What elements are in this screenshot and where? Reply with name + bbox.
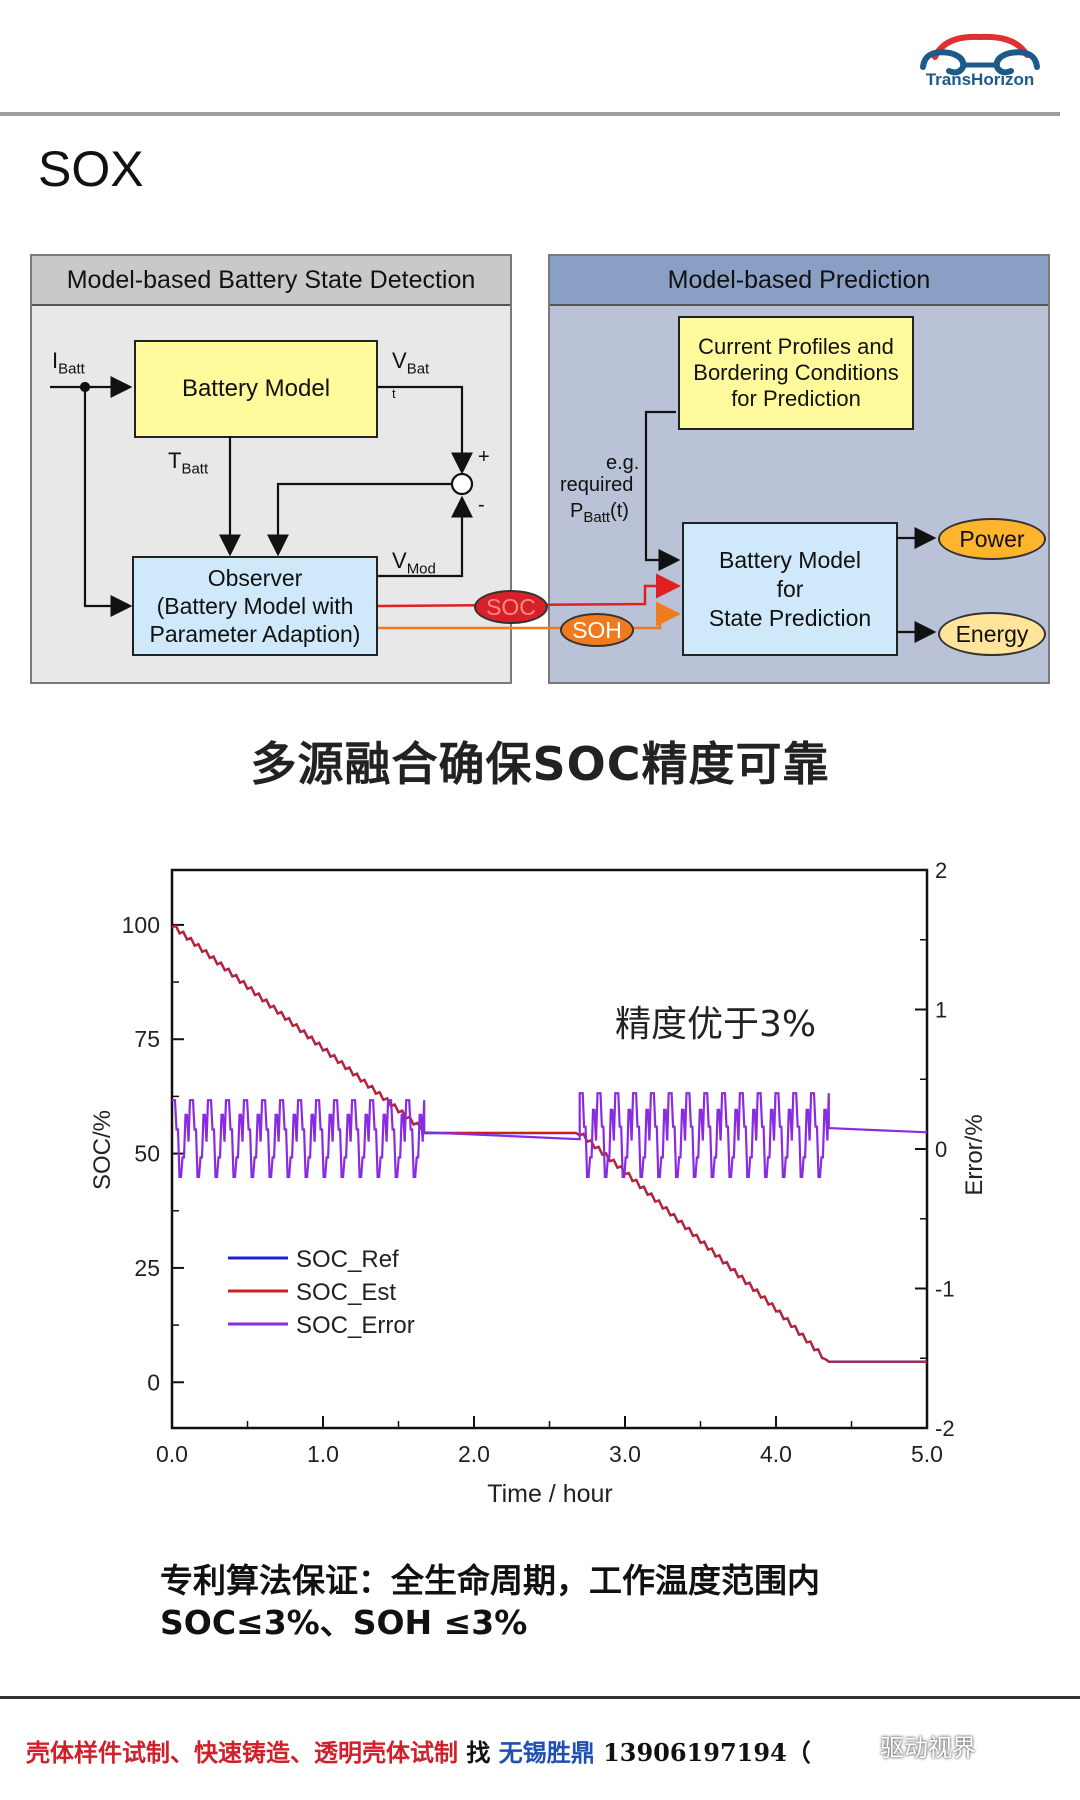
watermark: 驱动视界 <box>880 1735 976 1762</box>
legend-label: SOC_Est <box>296 1279 396 1306</box>
y-axis-label: SOC/% <box>89 1110 116 1190</box>
plot-frame <box>170 868 929 1430</box>
y-tick-label: 0 <box>147 1369 160 1395</box>
x-tick-label: 1.0 <box>307 1441 339 1467</box>
soc-oval: SOC <box>474 590 548 624</box>
footer-find: 找 <box>466 1738 491 1767</box>
page-title: SOX <box>38 141 144 197</box>
legend-label: SOC_Ref <box>296 1246 399 1273</box>
y-tick-label: 50 <box>134 1141 160 1167</box>
footer-divider <box>0 1696 1080 1699</box>
logo-text: TransHorizon <box>925 70 1035 89</box>
series-line-soc-est <box>171 924 927 1363</box>
x-tick-label: 3.0 <box>609 1441 641 1467</box>
header-divider <box>0 112 1060 116</box>
bottom-line: SOC≤3%、SOH ≤3% <box>160 1603 528 1642</box>
current-profiles-line: for Prediction <box>731 386 861 411</box>
eg-label: e.g. <box>606 452 640 474</box>
detection-panel: Model-based Battery State Detection Batt… <box>30 254 512 684</box>
y2-tick-label: -2 <box>935 1416 955 1441</box>
v-batt-label-suffix: t <box>392 386 396 401</box>
chart-ticks: 0.0 1.0 2.0 3.0 4.0 5.0 0 25 50 75 100 -2 -1 0 1 2 <box>122 858 955 1467</box>
footer-company: 无锡胜鼎 <box>498 1738 595 1767</box>
x-axis-label: Time / hour <box>487 1480 613 1508</box>
v-batt-label: VBat <box>392 348 430 378</box>
battery-model-label: Battery Model <box>181 375 331 402</box>
p-batt-label: PBatt(t) <box>570 500 629 526</box>
x-tick-label: 0.0 <box>156 1441 188 1467</box>
energy-oval: Energy <box>938 612 1046 656</box>
power-oval: Power <box>938 518 1046 560</box>
series-line-soc-error <box>172 1092 928 1178</box>
diagram-connectors <box>50 376 937 643</box>
y2-tick-label: 1 <box>935 998 947 1023</box>
y-tick-label: 25 <box>134 1255 160 1281</box>
footer-phone: 13906197194（ <box>603 1738 811 1767</box>
prediction-panel-title: Model-based Prediction <box>550 256 1048 306</box>
minus-sign: - <box>478 494 485 516</box>
observer-line: Parameter Adaption) <box>149 621 361 647</box>
soc-chart: 0.0 1.0 2.0 3.0 4.0 5.0 0 25 50 75 100 -2 -1 0 1 2 SOC_… <box>89 858 988 1508</box>
prediction-panel: Model-based Prediction Current Profiles … <box>548 254 1050 684</box>
x-tick-label: 5.0 <box>911 1441 943 1467</box>
required-label: required <box>560 474 634 496</box>
observer-line: (Battery Model with <box>156 593 354 619</box>
bottom-statement: 专利算法保证：全生命周期，工作温度范围内 SOC≤3%、SOH ≤3% <box>160 1560 820 1644</box>
series-line-soc-ref <box>171 924 927 1363</box>
t-batt-label: TBatt <box>168 448 209 478</box>
section-heading: 多源融合确保SOC精度可靠 <box>250 737 830 791</box>
current-profiles-box: Current Profiles and Bordering Condition… <box>678 316 914 430</box>
x-tick-label: 4.0 <box>760 1441 792 1467</box>
y2-axis-label: Error/% <box>961 1114 988 1195</box>
observer-line: Observer <box>207 565 303 591</box>
current-profiles-line: Bordering Conditions <box>693 360 899 385</box>
chart-annotation: 精度优于3% <box>615 1004 817 1045</box>
state-prediction-line: State Prediction <box>708 604 872 631</box>
battery-model-box: Battery Model <box>134 340 378 438</box>
y-tick-label: 75 <box>134 1026 160 1052</box>
state-prediction-box: Battery Model for State Prediction <box>682 522 898 656</box>
y2-tick-label: 2 <box>935 858 947 883</box>
state-prediction-line: Battery Model <box>719 546 861 573</box>
observer-box: Observer (Battery Model with Parameter A… <box>132 556 378 656</box>
v-mod-label: VMod <box>392 548 436 578</box>
current-profiles-line: Current Profiles and <box>698 334 894 359</box>
footer-services: 壳体样件试制、快速铸造、透明壳体试制 <box>26 1738 458 1767</box>
state-prediction-line: for <box>776 575 804 602</box>
bottom-line: 专利算法保证：全生命周期，工作温度范围内 <box>160 1561 820 1600</box>
x-tick-label: 2.0 <box>458 1441 490 1467</box>
y2-tick-label: -1 <box>935 1277 955 1302</box>
soh-oval: SOH <box>560 613 634 647</box>
i-batt-label: IBatt <box>52 348 85 378</box>
plus-sign: + <box>478 446 490 468</box>
legend-label: SOC_Error <box>296 1312 415 1339</box>
chart-series <box>171 924 928 1363</box>
y2-tick-label: 0 <box>935 1137 947 1162</box>
footer-ad: 壳体样件试制、快速铸造、透明壳体试制 找 无锡胜鼎 13906197194（ <box>26 1733 1066 1768</box>
detection-panel-title: Model-based Battery State Detection <box>32 256 510 306</box>
y-tick-label: 100 <box>122 912 160 938</box>
transhorizon-logo <box>920 33 1040 76</box>
